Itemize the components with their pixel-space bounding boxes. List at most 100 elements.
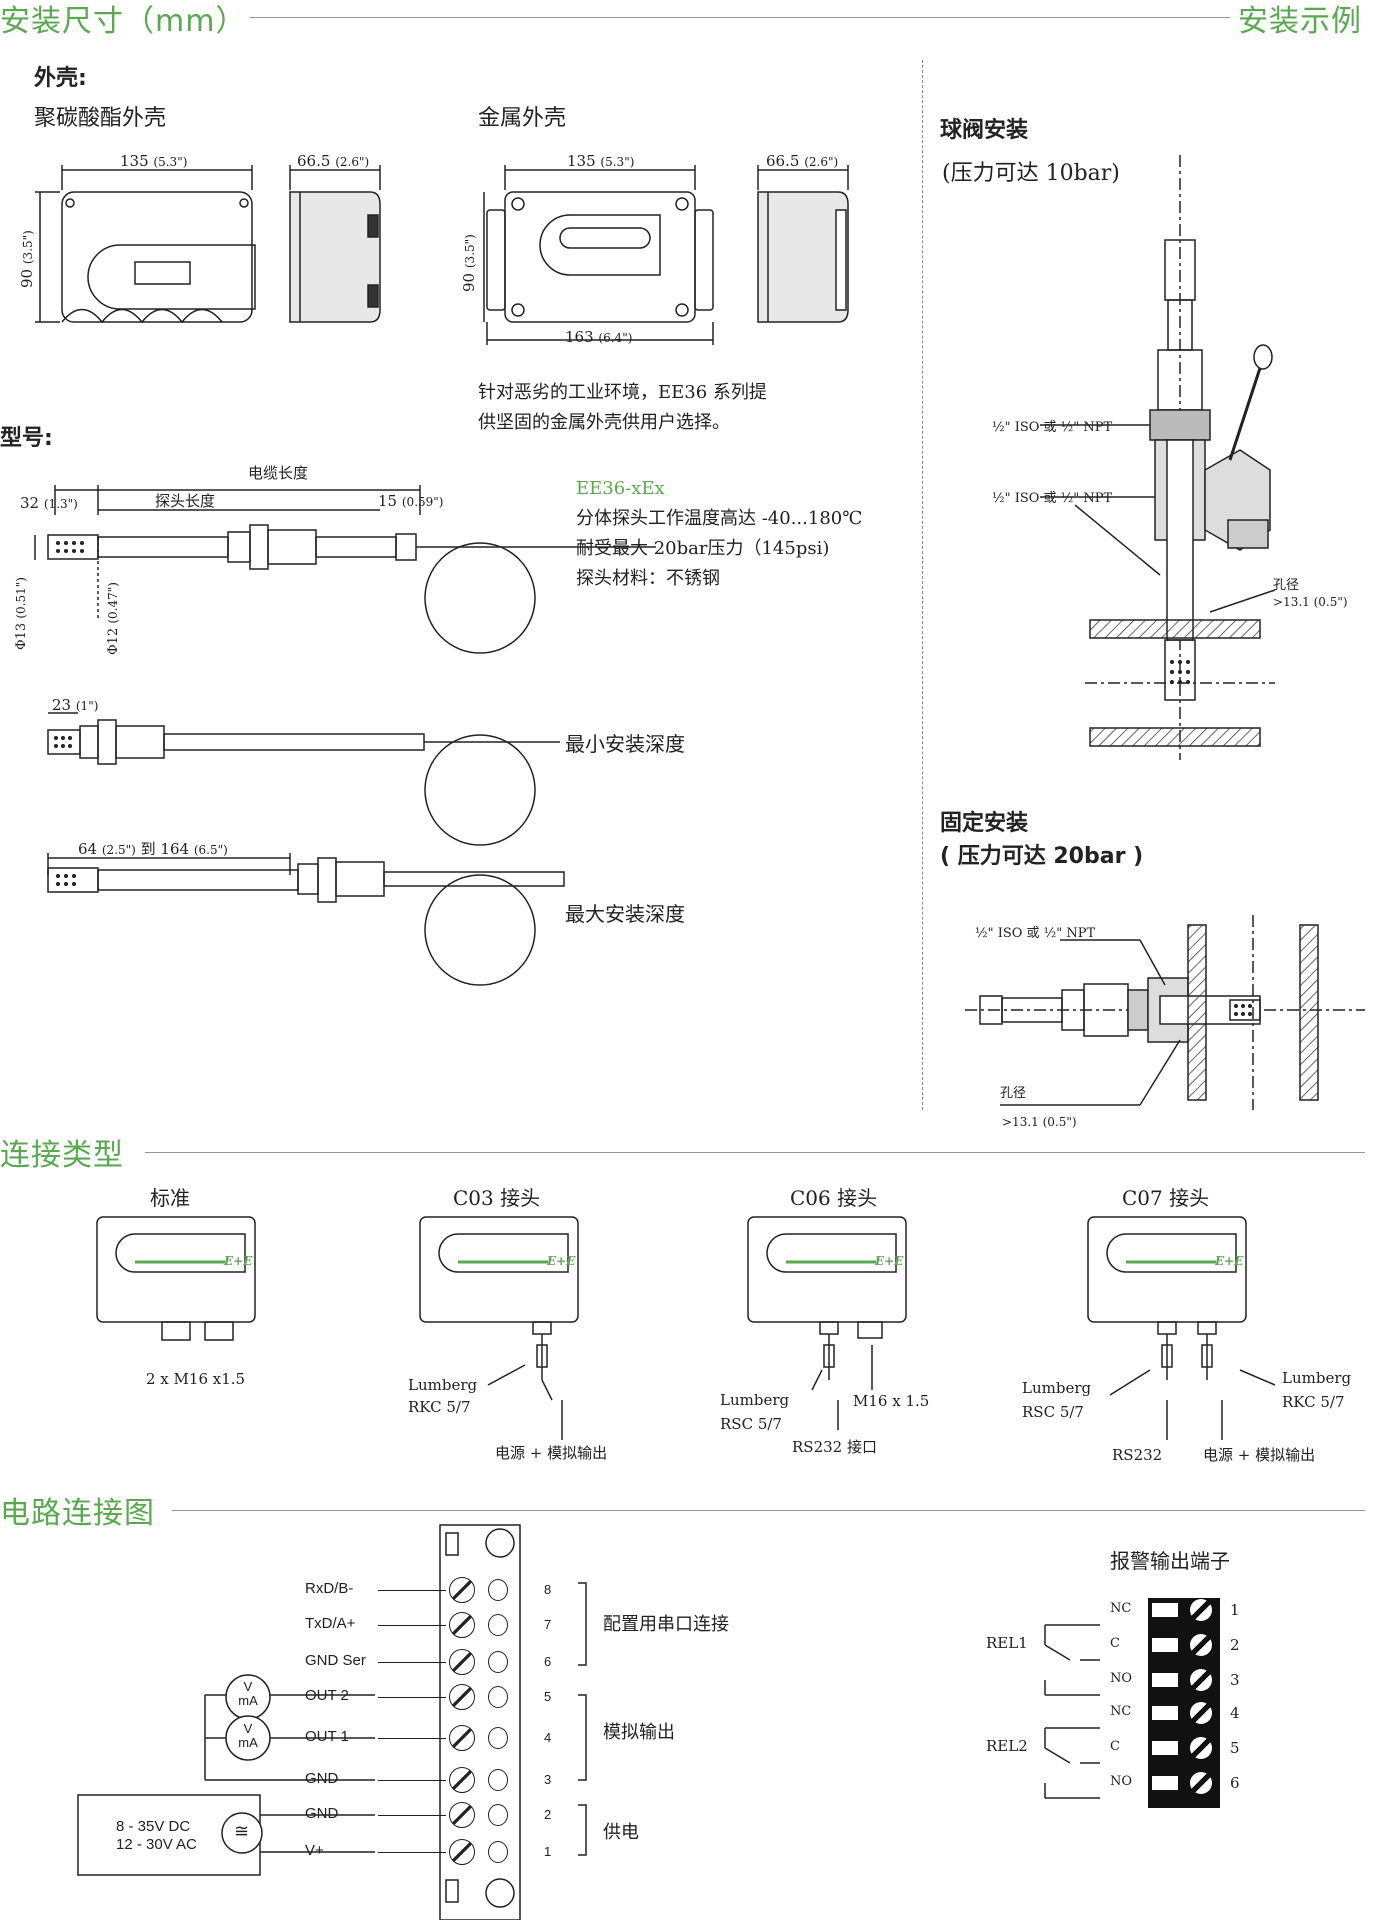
rel1-label: REL1: [986, 1634, 1028, 1652]
model-heading: 型号:: [0, 426, 53, 451]
conn-c07-bottom-rs232: RS232: [1112, 1446, 1163, 1464]
conn-c03-lumberg: Lumberg RKC 5/7: [408, 1376, 478, 1416]
probe-sensor-head: [47, 729, 81, 755]
screw-terminal-icon: [449, 1802, 475, 1828]
dim-metal-height: 90 (3.5"): [460, 234, 478, 292]
wire-hole-icon: [488, 1579, 508, 1601]
screw-terminal-icon: [449, 1725, 475, 1751]
alarm-contact-label: C: [1110, 1739, 1120, 1754]
pipe-wall: [1187, 924, 1207, 1101]
terminal-label: TxD/A+: [305, 1615, 356, 1632]
ac-dc-icon: [221, 1812, 263, 1854]
screw-icon: [675, 197, 689, 211]
alarm-title: 报警输出端子: [1110, 1549, 1230, 1573]
alarm-slot-icon: [1152, 1706, 1178, 1720]
conn-c06-right: M16 x 1.5: [853, 1392, 930, 1410]
valve-handle: [1228, 361, 1264, 461]
alarm-contact-label: NO: [1110, 1671, 1133, 1686]
terminal-label: GND Ser: [305, 1652, 366, 1669]
terminal-label: GND: [305, 1805, 339, 1822]
metal-housing-window: [539, 214, 661, 276]
terminal-wire: [378, 1815, 446, 1816]
probe-sensor-head: [47, 534, 99, 560]
conn-c07-lumberg-left: Lumberg RSC 5/7: [1022, 1379, 1092, 1421]
thread-label-3: ½" ISO 或 ½" NPT: [975, 926, 1096, 941]
conn-c06-bottom: RS232 接口: [792, 1438, 877, 1456]
terminal-block: [439, 1524, 521, 1920]
dim-64-164: 64 (2.5") 到 164 (6.5"): [78, 840, 228, 858]
pc-housing-window: [87, 244, 256, 310]
alarm-slot-icon: [1152, 1603, 1178, 1617]
terminal-wire: [378, 1625, 446, 1626]
alarm-screw-icon: [1190, 1772, 1212, 1794]
conn-c07-title: C07 接头: [1122, 1186, 1210, 1210]
alarm-terminal-number: 4: [1230, 1704, 1240, 1722]
dim-15: 15 (0.59"): [378, 492, 444, 510]
conn-c06-title: C06 接头: [790, 1186, 878, 1210]
terminal-wire: [378, 1780, 446, 1781]
dim-32: 32 (1.3"): [20, 494, 78, 512]
terminal-label: V+: [305, 1842, 324, 1859]
screw-terminal-icon: [449, 1577, 475, 1603]
terminal-number: 1: [544, 1844, 552, 1859]
housing-c06: [747, 1216, 907, 1323]
column-divider: [922, 60, 923, 1110]
section-title-installation: 安装示例: [1238, 4, 1362, 39]
housing-metal-label: 金属外壳: [478, 106, 567, 131]
terminal-label: RxD/B-: [305, 1580, 354, 1597]
screw-icon: [65, 198, 75, 208]
housing-note: 针对恶劣的工业环境，EE36 系列提 供坚固的金属外壳供用户选择。: [478, 382, 767, 433]
conn-c06-lumberg: Lumberg RSC 5/7: [720, 1391, 790, 1433]
probe-cable-coil: [424, 542, 536, 654]
wire-hole-icon: [488, 1686, 508, 1708]
alarm-contact-label: NC: [1110, 1704, 1132, 1719]
alarm-terminal-number: 1: [1230, 1601, 1240, 1619]
screw-icon: [239, 198, 249, 208]
wire-hole-icon: [488, 1727, 508, 1749]
conn-c03-bottom: 电源 + 模拟输出: [495, 1444, 608, 1462]
pc-housing-side: [289, 191, 381, 323]
alarm-terminal-number: 2: [1230, 1636, 1240, 1654]
probe-length-label: 探头长度: [155, 492, 216, 510]
fixed-install-title: 固定安装: [940, 811, 1029, 836]
terminal-number: 2: [544, 1807, 552, 1822]
bore-size-2: >13.1 (0.5"): [1002, 1115, 1077, 1129]
ball-valve-pressure: (压力可达 10bar): [942, 161, 1120, 186]
terminal-number: 8: [544, 1582, 552, 1597]
cable-length-label: 电缆长度: [248, 464, 309, 482]
conn-c07-bottom-power: 电源 + 模拟输出: [1203, 1446, 1316, 1464]
dim-phi12: Φ12 (0.47"): [106, 582, 121, 655]
screw-icon: [511, 303, 525, 317]
alarm-screw-icon: [1190, 1737, 1212, 1759]
alarm-contact-label: NC: [1110, 1601, 1132, 1616]
pipe-wall: [1089, 619, 1261, 639]
divider: [250, 17, 1230, 18]
screw-terminal-icon: [449, 1839, 475, 1865]
logo-ee: E+E: [547, 1254, 576, 1268]
bore-label: 孔径 >13.1 (0.5"): [1273, 578, 1348, 609]
terminal-number: 5: [544, 1689, 552, 1704]
pc-display: [134, 261, 191, 285]
group-analog-label: 模拟输出: [603, 1722, 675, 1743]
alarm-terminal-number: 6: [1230, 1774, 1240, 1792]
alarm-screw-icon: [1190, 1599, 1212, 1621]
alarm-terminal-number: 5: [1230, 1739, 1240, 1757]
dim-pc-width: 135 (5.3"): [120, 152, 188, 170]
alarm-slot-icon: [1152, 1741, 1178, 1755]
dim-metal-width: 135 (5.3"): [567, 152, 635, 170]
wire-hole-icon: [488, 1841, 508, 1863]
terminal-number: 3: [544, 1772, 552, 1787]
pipe-wall: [1089, 727, 1261, 747]
wire-hole-icon: [488, 1614, 508, 1636]
fixed-install-pressure: ( 压力可达 20bar ): [940, 844, 1144, 869]
terminal-number: 6: [544, 1654, 552, 1669]
conn-std-label: 2 x M16 x1.5: [146, 1370, 246, 1388]
divider: [145, 1152, 1365, 1153]
metal-housing-front: [504, 191, 696, 323]
dim-pc-depth: 66.5 (2.6"): [297, 152, 370, 170]
screw-terminal-icon: [449, 1767, 475, 1793]
section-title-dimensions: 安装尺寸（mm）: [0, 4, 247, 39]
